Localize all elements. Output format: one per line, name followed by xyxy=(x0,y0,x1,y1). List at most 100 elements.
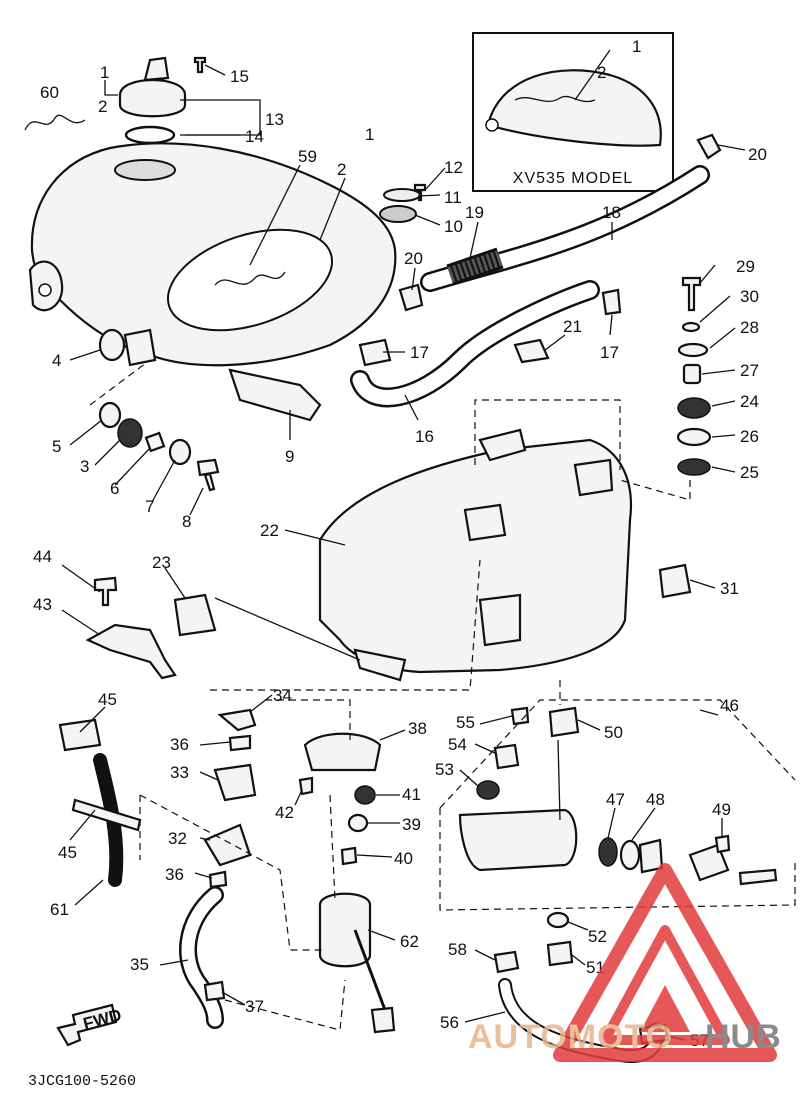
leader-46 xyxy=(699,709,719,716)
leader-33 xyxy=(199,771,219,781)
label-part-4: 4 xyxy=(52,351,61,370)
leader-16 xyxy=(404,394,419,421)
clip-58 xyxy=(493,950,520,974)
collar-39 xyxy=(347,813,369,833)
clip-20-upper xyxy=(696,133,722,160)
label-part-15: 15 xyxy=(230,67,249,86)
diagram-reference-code: 3JCG100-5260 xyxy=(28,1073,136,1090)
fuel-pump-lead xyxy=(353,929,387,1011)
washer-7 xyxy=(168,438,192,466)
label-part-3: 3 xyxy=(80,457,89,476)
plate-50 xyxy=(548,706,580,738)
fuel-cock-assembly-46 xyxy=(439,699,796,1063)
screw-15 xyxy=(193,56,207,74)
label-part-24: 24 xyxy=(740,392,759,411)
protector-19 xyxy=(447,250,503,283)
leader-52 xyxy=(567,921,589,931)
leader-53 xyxy=(459,769,479,787)
label-part-31: 31 xyxy=(720,579,739,598)
leader-34 xyxy=(249,694,273,713)
sub-tank-rear-mount xyxy=(573,458,614,497)
leader-22 xyxy=(284,529,346,546)
collar-27 xyxy=(682,363,702,385)
leader-5 xyxy=(69,419,103,446)
leader-42 xyxy=(294,789,303,806)
label-part-16: 16 xyxy=(415,427,434,446)
label-part-5: 5 xyxy=(52,437,61,456)
fuel-pump-connector xyxy=(370,1006,396,1034)
leader-58 xyxy=(474,949,496,961)
dash-subtank xyxy=(474,399,621,705)
label-part-62: 62 xyxy=(400,932,419,951)
label-part-53: 53 xyxy=(435,760,454,779)
sub-tank-lower-bracket xyxy=(353,648,407,682)
hoses xyxy=(350,133,722,408)
leader-20b xyxy=(411,267,416,291)
fuel-pump-62 xyxy=(318,892,372,968)
nut-42 xyxy=(298,776,314,796)
leader-11 xyxy=(417,194,441,197)
leader-50 xyxy=(577,719,601,731)
fuel-cock-body xyxy=(458,808,578,872)
label-part-59: 59 xyxy=(298,147,317,166)
damper-24 xyxy=(677,397,711,419)
label-part-12: 12 xyxy=(444,158,463,177)
fwd-arrow: FWD xyxy=(56,1003,123,1047)
watermark-text-suffix: HUB xyxy=(705,1018,782,1056)
label-part-43: 43 xyxy=(33,595,52,614)
inset-title: XV535 MODEL xyxy=(513,170,633,187)
emblem-60 xyxy=(24,114,86,131)
tank-side-panel xyxy=(166,228,334,332)
label-part-61: 61 xyxy=(50,900,69,919)
label-part-56: 56 xyxy=(440,1013,459,1032)
label-part-35: 35 xyxy=(130,955,149,974)
leader-48 xyxy=(631,807,656,841)
label-part-58: 58 xyxy=(448,940,467,959)
leader-30 xyxy=(699,295,731,323)
fuel-filter-32 xyxy=(203,823,252,867)
leader-26 xyxy=(711,434,736,438)
leader-45b xyxy=(69,809,96,841)
washer-28 xyxy=(677,342,709,358)
leader-23 xyxy=(164,567,186,599)
bolt-44 xyxy=(93,576,118,607)
leader-4 xyxy=(69,349,101,361)
label-part-21: 21 xyxy=(563,317,582,336)
leader-23-to-tank xyxy=(214,597,361,661)
inset-virago-script xyxy=(514,95,596,103)
watermark: AUTOMOTO HUB xyxy=(468,863,782,1062)
sub-tank-bracket xyxy=(463,503,507,542)
damper-25 xyxy=(677,458,711,476)
damper-26 xyxy=(676,427,712,447)
dash-mount-left xyxy=(89,359,151,406)
leader-61 xyxy=(74,879,104,906)
damper-41 xyxy=(354,785,376,805)
clip-36-lower xyxy=(208,870,228,889)
leader-12 xyxy=(424,167,446,191)
fuel-cock-strainer-pipe xyxy=(557,739,561,821)
label-part-55: 55 xyxy=(456,713,475,732)
label-part-28: 28 xyxy=(740,318,759,337)
fitting-51 xyxy=(546,940,574,967)
label-part-27: 27 xyxy=(740,361,759,380)
dash-right-stack xyxy=(619,479,691,501)
tank-virago-emblem xyxy=(214,271,286,286)
label-part-44: 44 xyxy=(33,547,52,566)
fwd-label: FWD xyxy=(81,1005,123,1033)
hose-35 xyxy=(181,888,222,1027)
watermark-text-main: AUTOMOTO xyxy=(468,1018,673,1056)
label-part-45b: 45 xyxy=(58,843,77,862)
tank-bracket-9 xyxy=(228,368,322,422)
leader-59 xyxy=(249,164,301,266)
label-part-8: 8 xyxy=(182,512,191,531)
label-part-32: 32 xyxy=(168,829,187,848)
leader-32 xyxy=(199,837,211,841)
leader-2-inset xyxy=(574,49,611,101)
leader-19 xyxy=(469,221,479,259)
fuel-cap-key-lock xyxy=(143,56,170,82)
clip-17-right xyxy=(601,288,622,316)
label-part-36b: 36 xyxy=(165,865,184,884)
label-part-20b: 20 xyxy=(404,249,423,268)
label-part-52: 52 xyxy=(588,927,607,946)
leader-20a xyxy=(717,144,746,151)
